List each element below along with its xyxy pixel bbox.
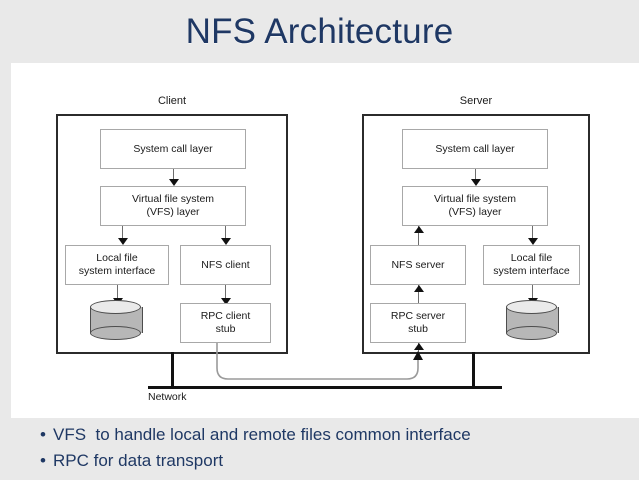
arrow-down-icon: [220, 285, 231, 305]
bullet-list: • VFS to handle local and remote files c…: [0, 418, 639, 480]
list-item: • VFS to handle local and remote files c…: [40, 422, 639, 448]
arrow-down-icon: [117, 226, 128, 245]
nfs-architecture-diagram: Client System call layer Virtual file sy…: [11, 63, 639, 418]
network-bus-line: [148, 386, 502, 389]
client-nfs-client[interactable]: NFS client: [180, 245, 271, 285]
page-title: NFS Architecture: [185, 11, 454, 51]
bullet-text: VFS to handle local and remote files com…: [53, 425, 471, 444]
list-item: • RPC for data transport: [40, 448, 639, 474]
arrow-down-icon: [527, 226, 538, 245]
bullet-marker: •: [40, 451, 46, 470]
network-label: Network: [148, 391, 187, 403]
title-bar: NFS Architecture: [0, 0, 639, 63]
client-vfs-layer[interactable]: Virtual file system (VFS) layer: [100, 186, 246, 226]
bullet-marker: •: [40, 425, 46, 444]
disk-icon: [90, 300, 143, 340]
arrow-up-icon: [413, 343, 424, 356]
server-local-fs-interface[interactable]: Local file system interface: [483, 245, 580, 285]
arrow-up-icon: [413, 226, 424, 245]
server-bus-drop: [472, 352, 475, 388]
client-bus-drop: [171, 352, 174, 388]
disk-icon: [506, 300, 559, 340]
server-vfs-layer[interactable]: Virtual file system (VFS) layer: [402, 186, 548, 226]
client-local-fs-interface[interactable]: Local file system interface: [65, 245, 169, 285]
arrow-down-icon: [168, 169, 179, 186]
client-system-call-layer[interactable]: System call layer: [100, 129, 246, 169]
server-system-call-layer[interactable]: System call layer: [402, 129, 548, 169]
server-rpc-stub[interactable]: RPC server stub: [370, 303, 466, 343]
client-rpc-stub[interactable]: RPC client stub: [180, 303, 271, 343]
server-nfs-server[interactable]: NFS server: [370, 245, 466, 285]
content-panel: Client System call layer Virtual file sy…: [11, 63, 639, 418]
arrow-down-icon: [220, 226, 231, 245]
bullet-text: RPC for data transport: [53, 451, 224, 470]
client-label: Client: [157, 95, 187, 107]
arrow-down-icon: [470, 169, 481, 186]
arrow-up-icon: [413, 285, 424, 305]
server-label: Server: [459, 95, 493, 107]
